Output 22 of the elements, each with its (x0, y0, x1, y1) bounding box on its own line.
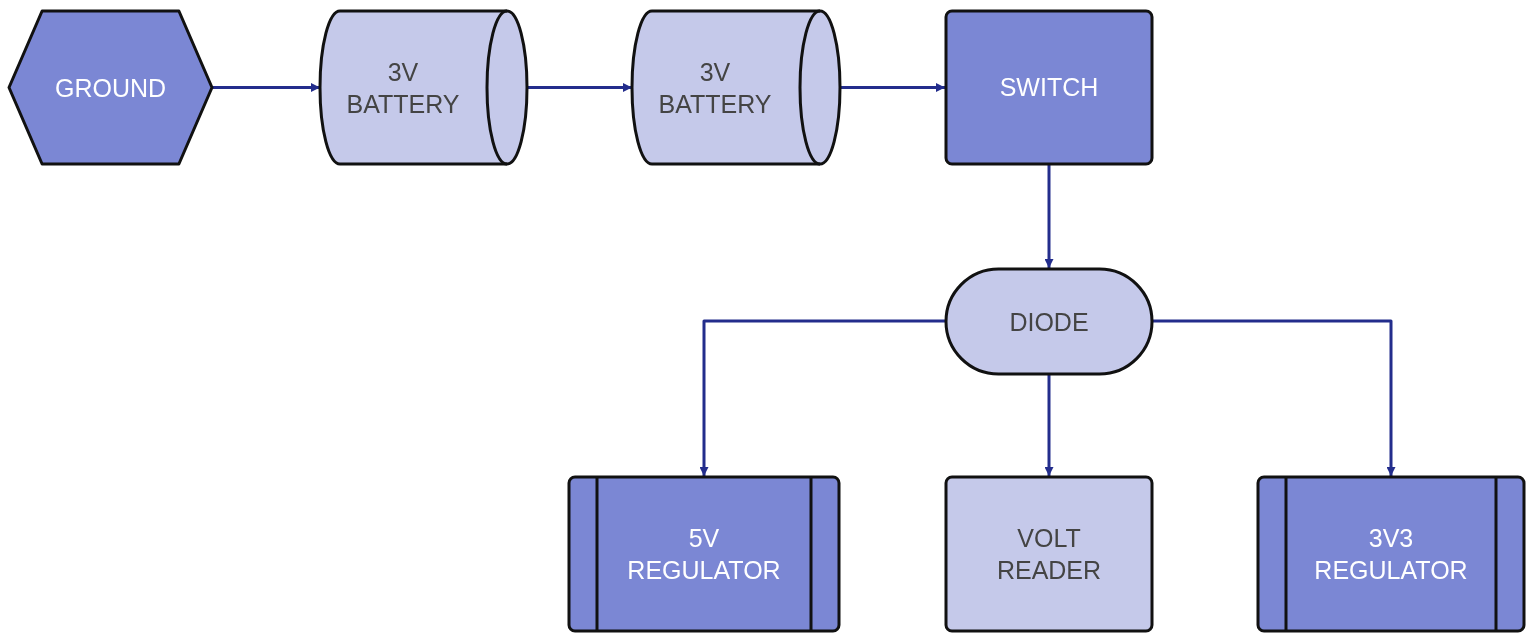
node-label: SWITCH (998, 72, 1100, 103)
cylinder-node (632, 10, 840, 165)
predefined-process-box (568, 476, 840, 632)
node-label: 5V REGULATOR (626, 523, 782, 586)
predefined-process-box (1257, 476, 1525, 632)
arrow (840, 83, 945, 92)
node-label: 3V3 REGULATOR (1313, 523, 1469, 586)
process-box (945, 476, 1153, 632)
node-label: 3V BATTERY (657, 56, 773, 120)
node-label: 3V BATTERY (345, 56, 461, 120)
node-label: GROUND (53, 72, 168, 104)
arrow (699, 319, 945, 476)
node-label: VOLT READER (995, 523, 1103, 586)
cylinder-node (320, 10, 527, 165)
node-label: DIODE (1008, 306, 1090, 338)
hexagon-node (8, 10, 213, 165)
arrow (527, 83, 632, 92)
arrow (1044, 165, 1054, 268)
process-box (945, 10, 1153, 165)
arrow (1044, 375, 1054, 476)
arrow (1153, 319, 1396, 476)
arrow (213, 83, 320, 92)
